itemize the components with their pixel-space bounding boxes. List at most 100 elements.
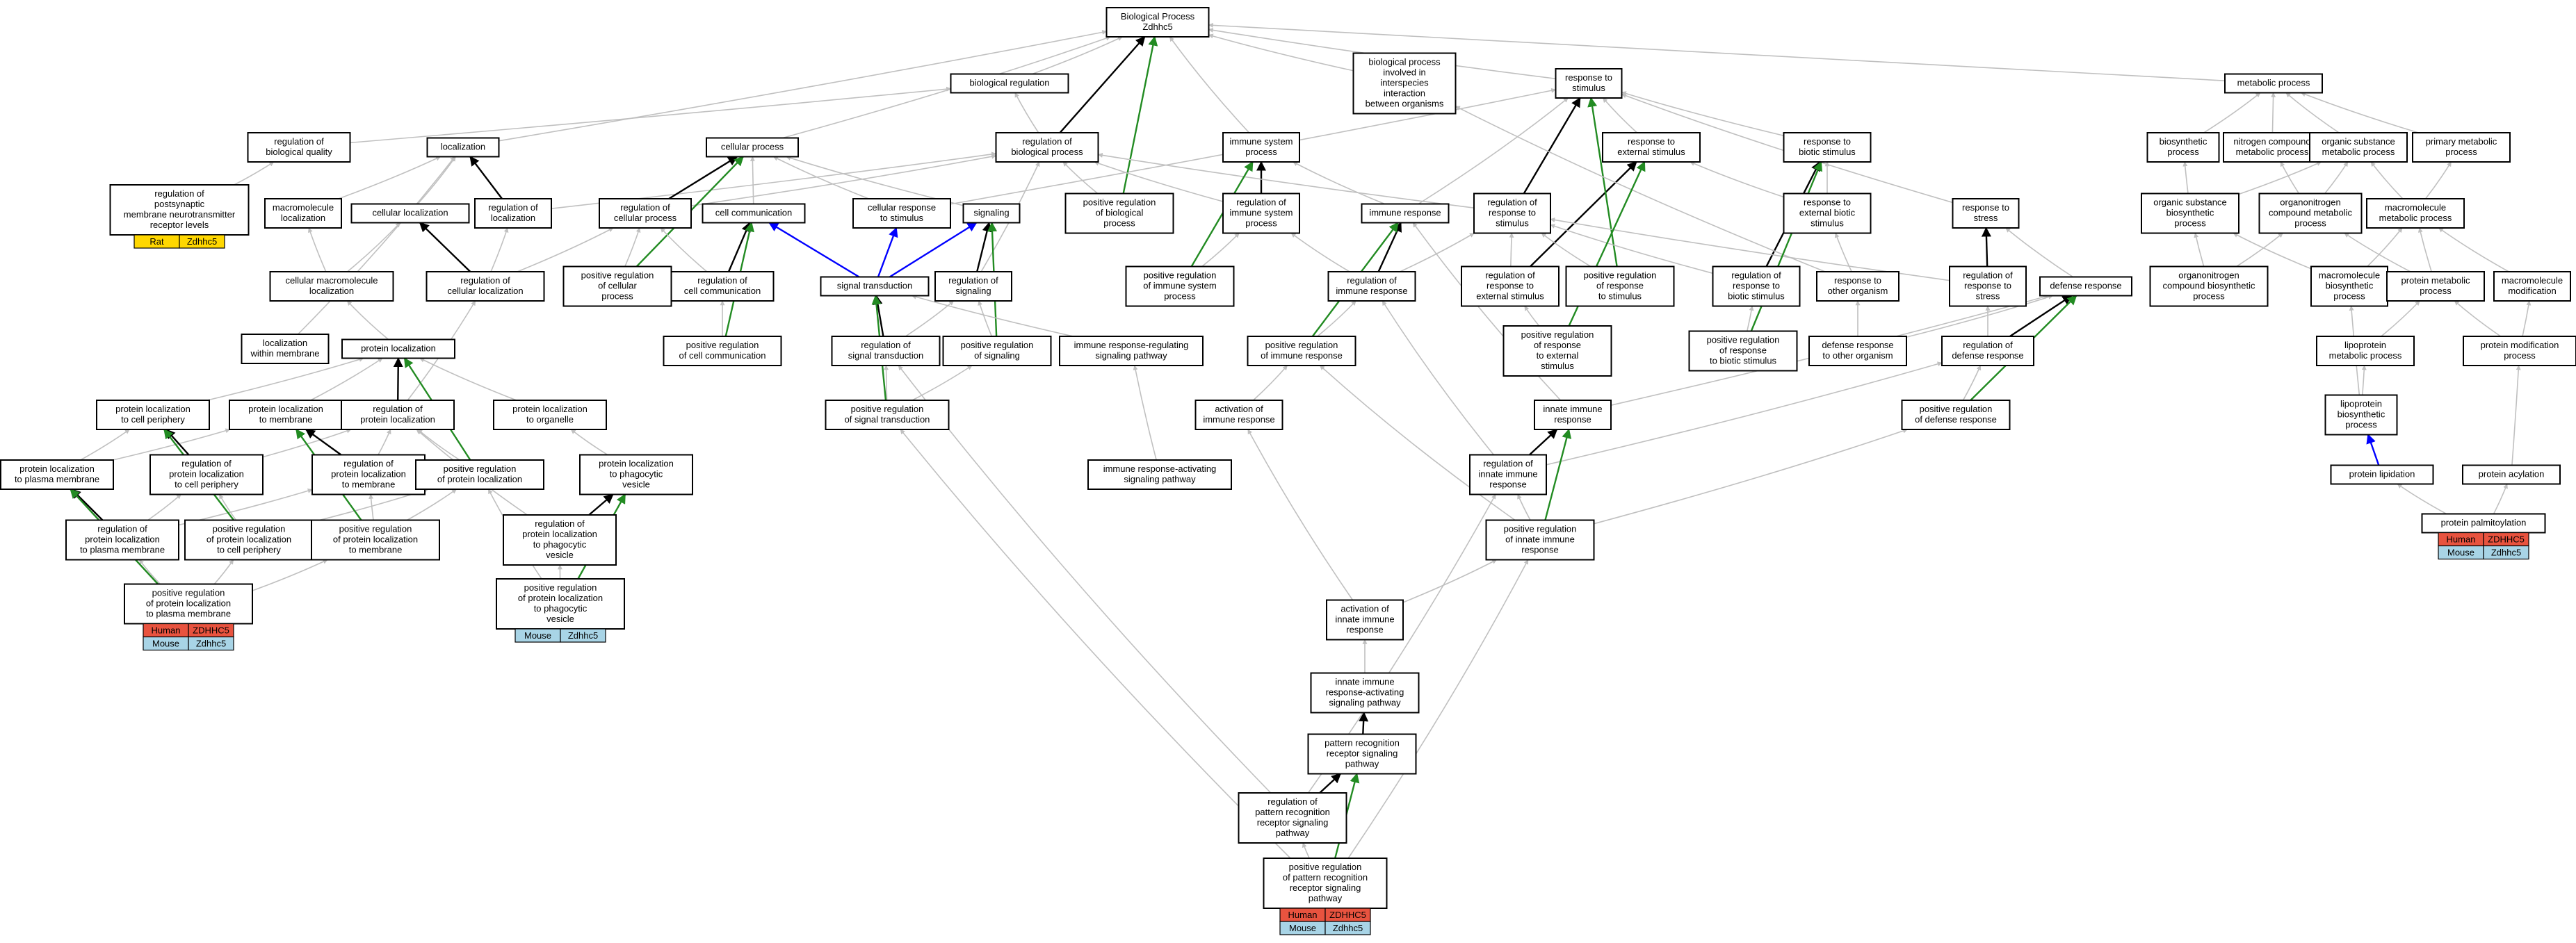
term-label-line: of protein localization bbox=[146, 598, 231, 609]
edge-osbp-to-biosyn bbox=[2182, 161, 2189, 194]
term-box bbox=[1125, 265, 1235, 307]
species-label: Mouse bbox=[524, 630, 551, 641]
edge-actiir-to-posregiir bbox=[1402, 559, 1498, 603]
species-label: Rat bbox=[149, 236, 164, 247]
edge-respext-to-respstim bbox=[1602, 97, 1637, 133]
edge-regplpm-to-plpm bbox=[71, 489, 104, 521]
edge-posregprrsp-to-posregiir bbox=[1347, 559, 1529, 859]
edge-regcl-to-regloc bbox=[490, 227, 509, 272]
term-node-protacyl: protein acylation bbox=[2462, 464, 2561, 485]
term-box bbox=[1222, 192, 1300, 234]
edge-oncmp-to-ncmp bbox=[2280, 161, 2300, 194]
term-label-line: process bbox=[2420, 286, 2452, 296]
term-label-line: biotic stimulus bbox=[1799, 147, 1856, 157]
edge-bioreg-to-root bbox=[1032, 36, 1123, 75]
term-label-line: regulation of bbox=[1347, 275, 1397, 286]
term-label-line: stress bbox=[1976, 291, 2000, 302]
gene-label: ZDHHC5 bbox=[1329, 910, 1366, 920]
term-label-line: innate immune bbox=[1335, 614, 1394, 625]
edge-regrs-to-respstim bbox=[1523, 97, 1581, 195]
term-label-line: innate immune bbox=[1335, 677, 1394, 687]
term-box bbox=[2316, 336, 2415, 366]
term-label-line: of protein localization bbox=[333, 534, 418, 545]
term-label-line: activation of bbox=[1340, 604, 1389, 614]
edge-oncmp-to-osmp bbox=[2324, 161, 2349, 195]
term-label-line: regulation of bbox=[948, 275, 998, 286]
term-label-line: signal transduction bbox=[848, 350, 923, 361]
term-box bbox=[1238, 792, 1347, 844]
term-label-line: defense response bbox=[1952, 350, 2023, 361]
term-label-line: process bbox=[2504, 350, 2536, 361]
term-label-line: regulation of bbox=[373, 404, 423, 414]
edge-regprrsp-to-prrsp bbox=[1319, 773, 1342, 794]
term-label-line: localization bbox=[263, 338, 307, 348]
edge-regrbs-to-regrs bbox=[1550, 224, 1713, 274]
edge-sigtrans-to-signaling bbox=[889, 222, 978, 278]
term-label-line: metabolic process bbox=[2329, 350, 2402, 361]
term-label-line: response to bbox=[1733, 281, 1780, 291]
term-label-line: biological quality bbox=[266, 147, 332, 157]
term-label-line: membrane neurotransmitter bbox=[124, 209, 236, 220]
term-label-line: response bbox=[1346, 625, 1383, 635]
term-label-line: regulation of bbox=[488, 202, 538, 213]
term-label-line: innate immune bbox=[1543, 404, 1602, 414]
edge-bpinter-to-root bbox=[1208, 33, 1354, 72]
edge-posregplcp-to-regplcp bbox=[218, 493, 237, 520]
term-box bbox=[350, 203, 470, 224]
gene-label: Zdhhc5 bbox=[568, 630, 598, 641]
term-box bbox=[663, 336, 782, 366]
gene-cell: ZDHHC5 bbox=[188, 623, 234, 638]
term-box bbox=[2141, 192, 2239, 234]
term-label-line: biosynthetic bbox=[2160, 136, 2208, 147]
term-label-line: within membrane bbox=[250, 348, 320, 359]
cell-background bbox=[179, 234, 225, 249]
term-box bbox=[247, 132, 351, 163]
term-box bbox=[852, 198, 951, 229]
term-label-line: receptor signaling bbox=[1290, 883, 1361, 893]
edge-mbp-to-mmp bbox=[2367, 227, 2403, 268]
term-label-line: protein localization bbox=[115, 404, 191, 414]
edge-osbp-to-osmp bbox=[2238, 161, 2322, 195]
term-label-line: biosynthetic bbox=[2338, 409, 2385, 420]
term-label-line: positive regulation bbox=[851, 404, 924, 414]
gene-label: ZDHHC5 bbox=[193, 625, 229, 636]
edge-protlip-to-lipobp bbox=[2366, 434, 2380, 466]
term-node-loc: localization bbox=[426, 137, 500, 158]
species-label: Human bbox=[2447, 534, 2476, 545]
term-box bbox=[1555, 68, 1623, 99]
term-box bbox=[1941, 336, 2034, 366]
gene-cell: Zdhhc5 bbox=[179, 234, 225, 249]
term-label-line: immune response bbox=[1369, 208, 1441, 218]
term-label-line: biosynthetic bbox=[2166, 208, 2214, 218]
term-label-line: between organisms bbox=[1366, 99, 1444, 109]
term-label-line: immune response-regulating bbox=[1074, 340, 1189, 350]
term-box bbox=[0, 459, 114, 490]
species-cell: Human bbox=[143, 623, 189, 638]
term-label-line: regulation of bbox=[1731, 270, 1781, 281]
term-node-metab: metabolic process bbox=[2224, 73, 2323, 94]
edge-protacyl-to-protmod bbox=[2511, 365, 2521, 466]
term-box bbox=[599, 198, 692, 229]
term-label-line: signaling pathway bbox=[1329, 698, 1401, 708]
edge-plorg-to-protloc bbox=[419, 357, 517, 401]
term-label-line: process bbox=[601, 291, 633, 302]
edge-posregiir-to-iir bbox=[1544, 428, 1572, 520]
edge-ncmp-to-metab bbox=[2271, 92, 2276, 133]
term-label-line: receptor signaling bbox=[1327, 748, 1398, 759]
term-box bbox=[702, 203, 806, 224]
term-box bbox=[184, 519, 314, 561]
species-cell: Human bbox=[1279, 908, 1326, 922]
